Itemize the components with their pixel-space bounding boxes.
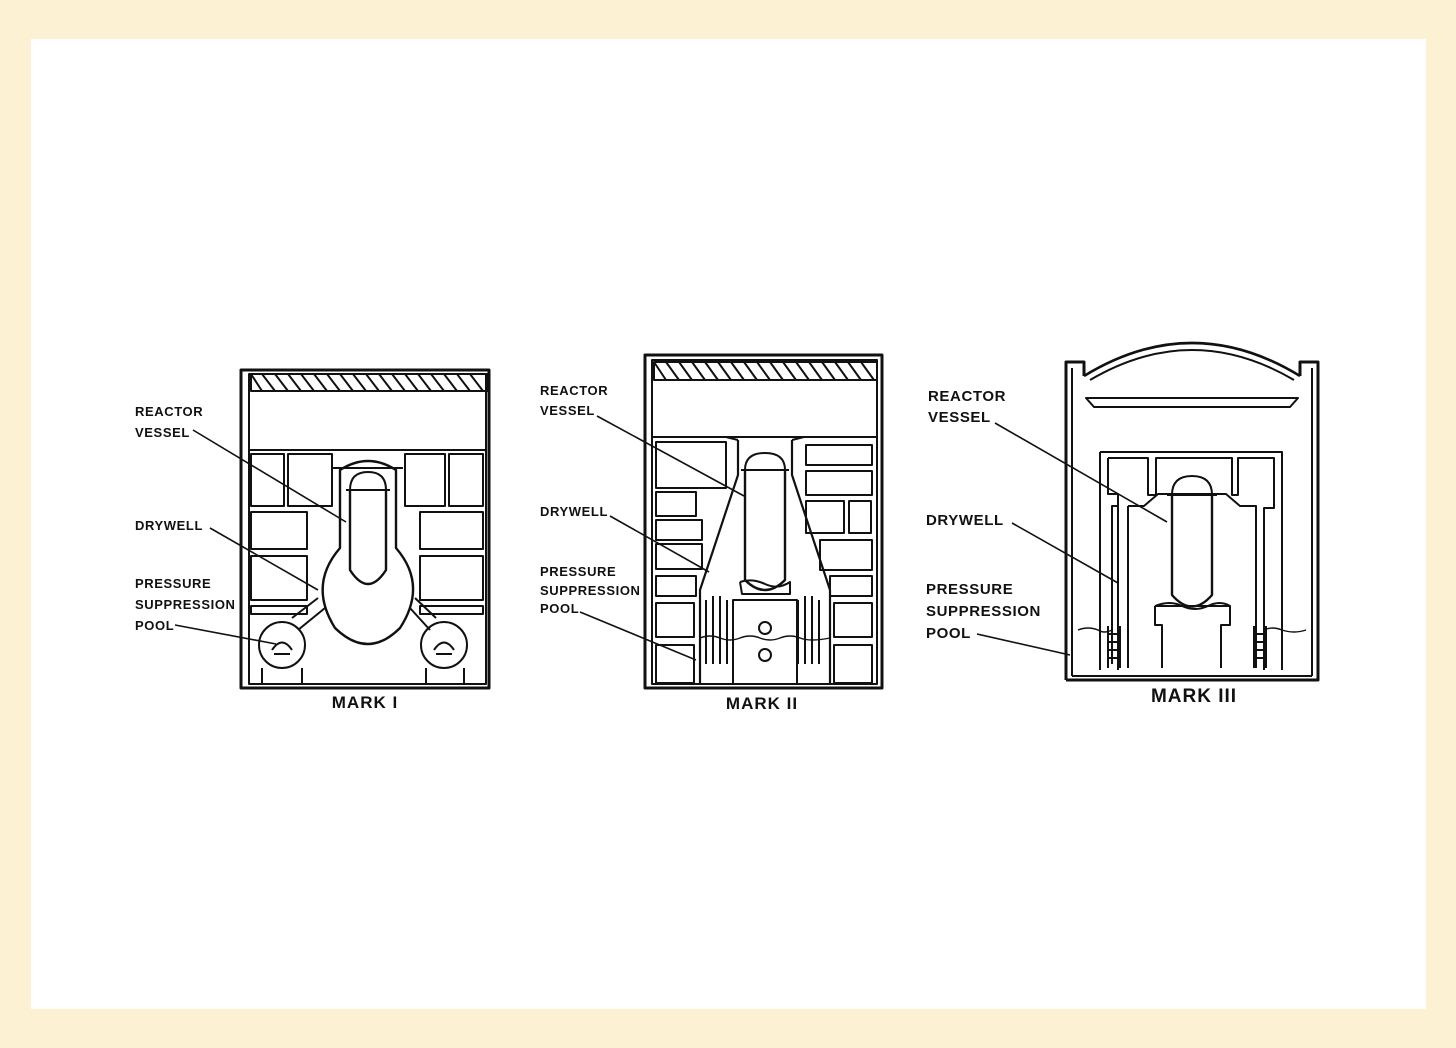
mark1-caption: MARK I xyxy=(332,693,398,712)
mark3-pool-label: PRESSURE xyxy=(926,581,1013,598)
mark2-pool-label-2: SUPPRESSION xyxy=(540,583,641,598)
mark2-drywell-label: DRYWELL xyxy=(540,504,608,519)
mark2-caption: MARK II xyxy=(726,694,798,713)
mark3-pool-label-3: POOL xyxy=(926,625,971,642)
mark1-diagram xyxy=(174,368,491,690)
mark3-drywell-label: DRYWELL xyxy=(926,512,1004,529)
diagram-sheet xyxy=(31,39,1426,1009)
mark1-pool-label: PRESSURE xyxy=(135,576,211,591)
mark1-drywell-label: DRYWELL xyxy=(135,518,203,533)
mark2-pool-label: PRESSURE xyxy=(540,564,616,579)
mark1-reactor-vessel-label-2: VESSEL xyxy=(135,425,190,440)
mark2-diagram xyxy=(579,353,884,690)
mark2-reactor-vessel-label-2: VESSEL xyxy=(540,403,595,418)
mark2-reactor-vessel-label: REACTOR xyxy=(540,383,608,398)
mark1-reactor-vessel-label: REACTOR xyxy=(135,404,203,419)
mark3-caption: MARK III xyxy=(1151,686,1237,707)
mark1-pool-label-2: SUPPRESSION xyxy=(135,597,236,612)
mark3-reactor-vessel-label-2: VESSEL xyxy=(928,409,991,426)
mark3-pool-label-2: SUPPRESSION xyxy=(926,603,1041,620)
mark2-pool-label-3: POOL xyxy=(540,601,579,616)
mark3-reactor-vessel-label: REACTOR xyxy=(928,388,1006,405)
mark3-diagram xyxy=(976,341,1320,682)
mark1-pool-label-3: POOL xyxy=(135,618,174,633)
